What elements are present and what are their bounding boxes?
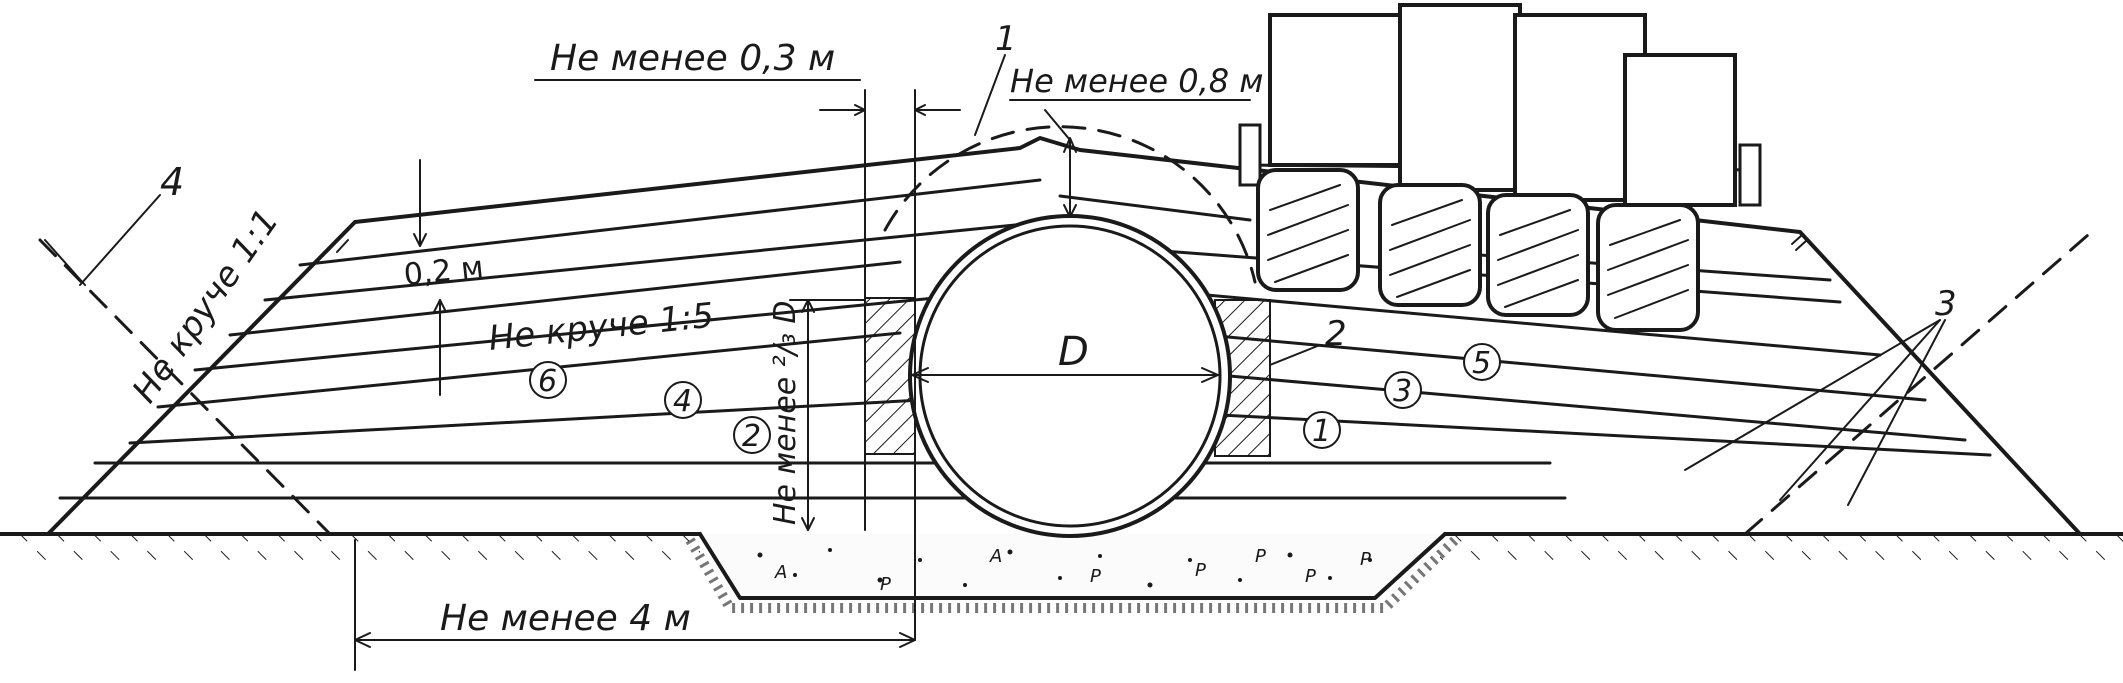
callout-3: 3: [1935, 284, 1957, 324]
svg-text:P: P: [880, 574, 891, 595]
label-height-2-3: Не менее ²/₃ D: [768, 300, 803, 525]
svg-text:5: 5: [1472, 346, 1491, 381]
layer-1-marker: 1: [1303, 411, 1341, 449]
svg-text:A: A: [774, 562, 787, 583]
compaction-zone: [883, 125, 1257, 284]
svg-text:P: P: [1255, 546, 1266, 567]
label-slope-1-1: Не круче 1:1: [125, 202, 287, 410]
svg-text:6: 6: [538, 364, 557, 399]
label-0-2: 0,2 м: [402, 250, 485, 293]
wheel-3: [1486, 193, 1590, 317]
layer-6-marker: 6: [529, 361, 567, 399]
svg-text:3: 3: [1393, 374, 1412, 409]
layer-4-marker: 4: [664, 381, 702, 419]
callout-1: 1: [995, 19, 1017, 59]
layer-numbers: 1 2 3 4 5 6: [529, 343, 1501, 454]
layer-lines: [58, 178, 1992, 500]
label-diameter: D: [1058, 329, 1089, 375]
label-slope-1-5: Не круче 1:5: [487, 296, 716, 359]
gravel-marks: A P A P P P P P: [774, 546, 1371, 595]
svg-text:P: P: [1360, 549, 1371, 570]
label-min-0-8: Не менее 0,8 м: [1010, 62, 1263, 100]
layer-3-marker: 3: [1384, 371, 1422, 409]
callout-4: 4: [160, 160, 184, 204]
svg-text:P: P: [1195, 560, 1206, 581]
dimension-lines: [44, 54, 1946, 671]
svg-text:P: P: [1305, 566, 1316, 587]
callout-2: 2: [1325, 314, 1347, 354]
layer-2-marker: 2: [733, 416, 771, 454]
label-min-4: Не менее 4 м: [440, 598, 691, 639]
svg-text:4: 4: [673, 384, 692, 419]
embankment-outline: [46, 136, 2082, 536]
svg-text:P: P: [1090, 566, 1101, 587]
slope-reference-lines: [38, 233, 2090, 536]
annotations: Не менее 0,3 м Не менее 0,8 м 0,2 м Не к…: [125, 19, 1957, 639]
wheel-1: [1256, 168, 1360, 292]
compaction-vehicle: [1238, 3, 1762, 332]
label-min-0-3: Не менее 0,3 м: [550, 38, 835, 79]
svg-text:1: 1: [1312, 414, 1331, 449]
svg-text:2: 2: [742, 419, 761, 454]
layer-5-marker: 5: [1463, 343, 1501, 381]
natural-ground: [0, 532, 2123, 560]
gravel-dots: [757, 548, 1372, 588]
wheel-2: [1378, 183, 1482, 307]
wheel-4: [1596, 203, 1700, 332]
trench-bedding: A P A P P P P P: [685, 532, 1459, 613]
svg-text:A: A: [989, 546, 1002, 567]
